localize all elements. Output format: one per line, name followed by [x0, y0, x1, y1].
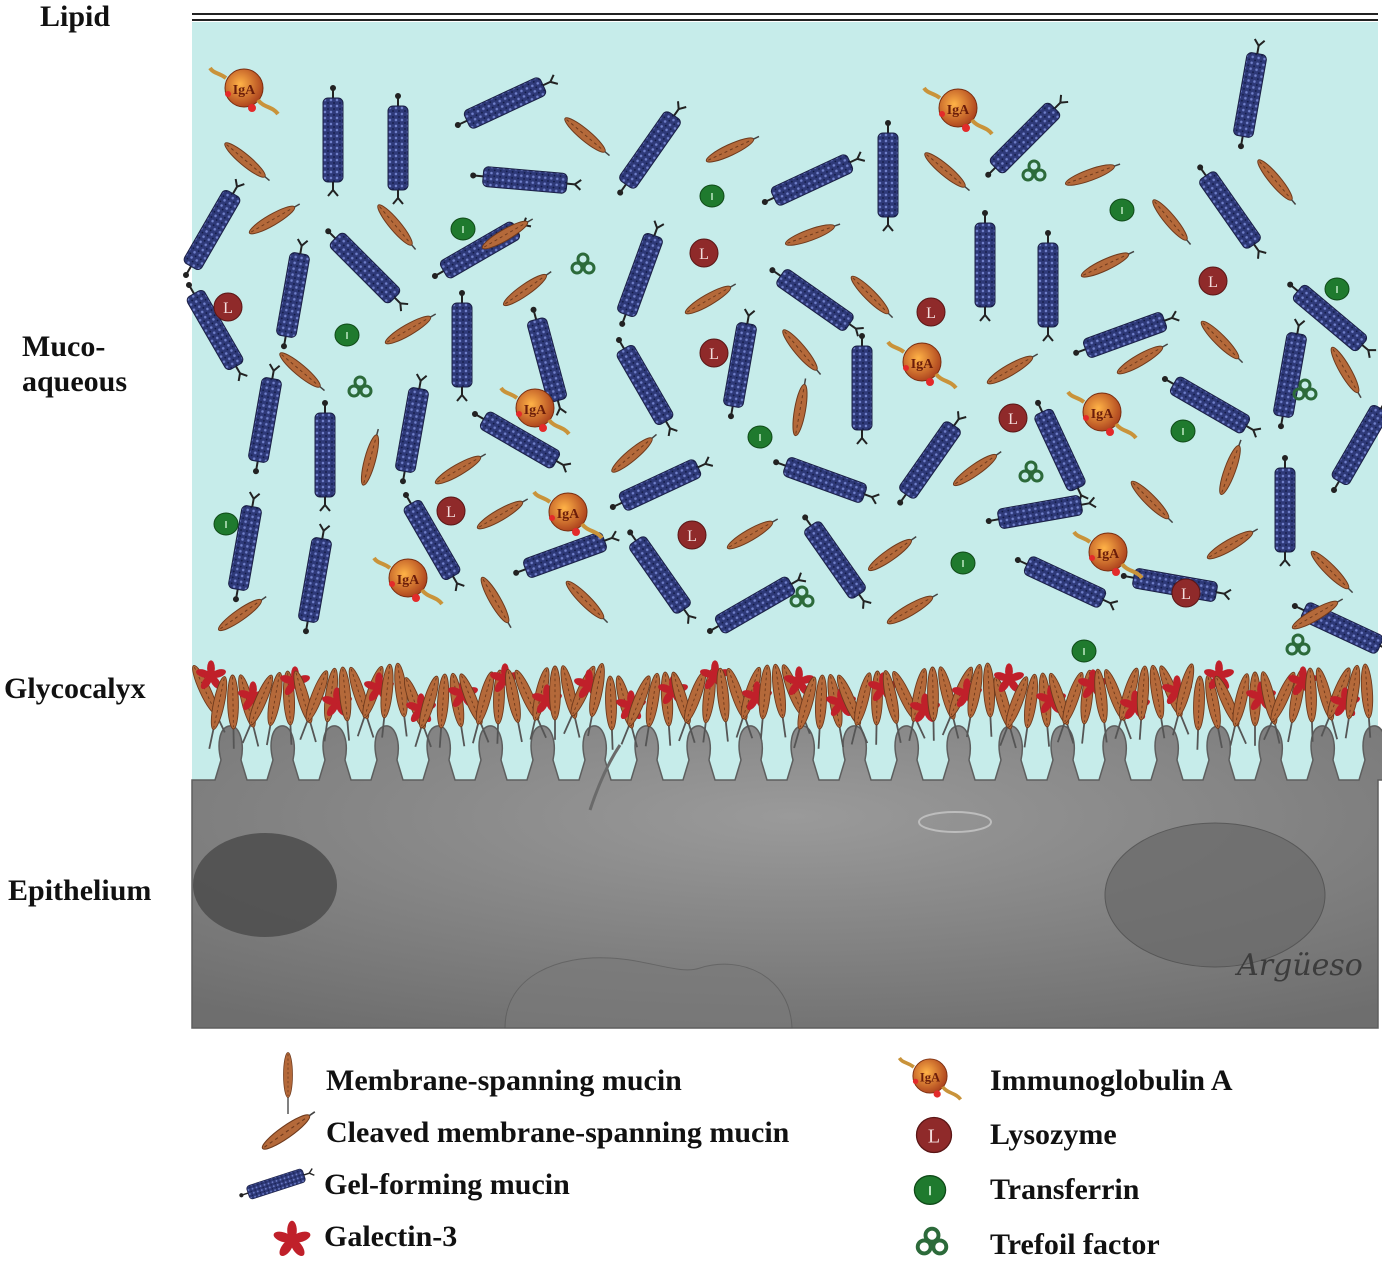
lysozyme [699, 338, 729, 368]
cell-boundary [588, 744, 622, 811]
legend-transferrin-label: Transferrin [990, 1173, 1140, 1206]
gel-forming-mucin [851, 332, 873, 445]
legend-iga-label: Immunoglobulin A [990, 1064, 1233, 1097]
lipid-label: Lipid [40, 0, 111, 33]
transferrin [1170, 419, 1196, 443]
gel-mucin-icon [236, 1164, 317, 1204]
glycocalyx-label: Glycocalyx [4, 672, 146, 705]
galectin-icon [272, 1220, 312, 1259]
legend-lysozyme-label: Lysozyme [990, 1118, 1117, 1151]
legend-cleaved-mucin-label: Cleaved membrane-spanning mucin [326, 1116, 790, 1149]
gel-forming-mucin [322, 84, 344, 197]
lysozyme [998, 403, 1028, 433]
lysozyme [1171, 578, 1201, 608]
transferrin [450, 217, 476, 241]
legend-lysozyme: Lysozyme [990, 1118, 1117, 1152]
lysozyme [213, 292, 243, 322]
legend-transferrin: Transferrin [990, 1173, 1139, 1207]
lysozyme [689, 238, 719, 268]
gel-forming-mucin [314, 399, 336, 512]
legend-gel-mucin-label: Gel-forming mucin [324, 1168, 570, 1201]
gel-forming-mucin [451, 289, 473, 402]
gel-forming-mucin [1037, 229, 1059, 342]
legend-trefoil: Trefoil factor [990, 1228, 1160, 1262]
gel-forming-mucin [1274, 454, 1296, 567]
gel-forming-mucin [877, 119, 899, 232]
lysozyme [916, 297, 946, 327]
vesicle [918, 811, 992, 833]
trefoil-icon [915, 1226, 949, 1256]
membrane-mucin-icon [282, 1051, 294, 1115]
transferrin [699, 184, 725, 208]
legend-membrane-mucin: Membrane-spanning mucin [326, 1064, 682, 1098]
transferrin [1109, 198, 1135, 222]
legend-iga: Immunoglobulin A [990, 1064, 1233, 1098]
lysozyme [677, 520, 707, 550]
muco-aqueous-label-line1: Muco- [22, 330, 106, 363]
epithelium-layer: Argüeso [191, 725, 1382, 1029]
artist-signature: Argüeso [1234, 948, 1363, 983]
nucleus-left [193, 833, 337, 937]
transferrin [950, 551, 976, 575]
muco-aqueous-label-line2: aqueous [22, 364, 128, 398]
legend-trefoil-label: Trefoil factor [990, 1228, 1160, 1261]
lysozyme [436, 496, 466, 526]
legend-membrane-mucin-label: Membrane-spanning mucin [326, 1064, 682, 1097]
transferrin-icon [913, 1174, 947, 1206]
nucleus-bottom [504, 957, 793, 1029]
transferrin [1324, 277, 1350, 301]
muco-aqueous-label: Muco- aqueous [22, 330, 127, 399]
legend-galectin: Galectin-3 [324, 1220, 457, 1254]
lysozyme [1198, 266, 1228, 296]
transferrin [213, 512, 239, 536]
lysozyme-icon [915, 1116, 953, 1154]
gel-forming-mucin [974, 209, 996, 322]
transferrin [747, 425, 773, 449]
legend-gel-mucin: Gel-forming mucin [324, 1168, 570, 1202]
epithelium-label: Epithelium [8, 874, 152, 907]
iga-icon [897, 1056, 963, 1102]
nucleus-right [1104, 822, 1326, 968]
legend-galectin-label: Galectin-3 [324, 1220, 458, 1253]
transferrin [334, 323, 360, 347]
transferrin [1071, 639, 1097, 663]
gel-forming-mucin [387, 92, 409, 205]
legend-cleaved-mucin: Cleaved membrane-spanning mucin [326, 1116, 789, 1150]
